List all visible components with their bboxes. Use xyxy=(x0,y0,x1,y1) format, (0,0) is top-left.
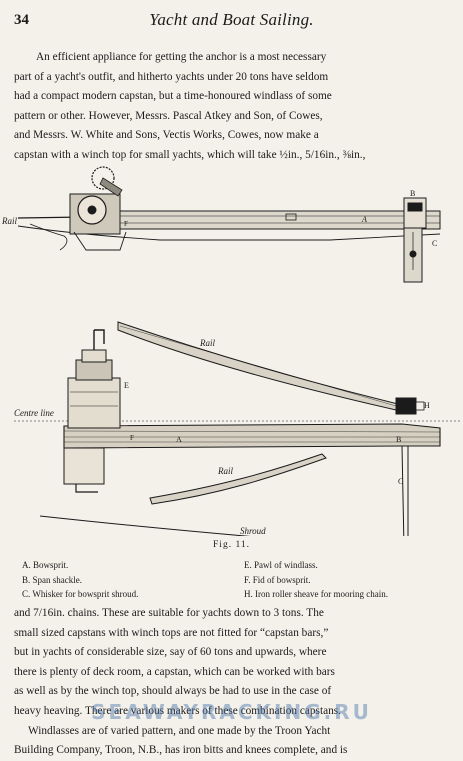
label-f-top: F xyxy=(124,220,128,228)
text-line: and Messrs. W. White and Sons, Vectis Wo… xyxy=(14,129,319,142)
label-shroud: Shroud xyxy=(240,526,266,536)
text-line: there is plenty of deck room, a capstan,… xyxy=(14,665,335,678)
plan-view xyxy=(14,321,460,536)
legend-item: B. Span shackle. xyxy=(22,574,82,585)
legend-item: E. Pawl of windlass. xyxy=(244,560,318,570)
side-elevation xyxy=(17,166,441,283)
fig-11-bowsprit-illustration: Rail B C F A Rail Rail Centre line Shrou… xyxy=(1,166,460,536)
legend-item: F. Fid of bowsprit. xyxy=(244,574,311,585)
paragraph-capstan: An efficient appliance for getting the a… xyxy=(14,48,444,166)
text-line: and 7/16in. chains. These are suitable f… xyxy=(14,607,324,619)
figure-caption: Fig. 11. xyxy=(213,540,250,550)
label-b-top: B xyxy=(410,189,415,198)
text-line: Windlasses are of varied pattern, and on… xyxy=(28,724,331,737)
label-c: C xyxy=(398,477,403,486)
legend-column-left: A. Bowsprit. B. Span shackle. C. Whisker… xyxy=(22,558,138,602)
legend-item: H. Iron roller sheave for mooring chain. xyxy=(244,589,388,599)
legend-item: C. Whisker for bowsprit shroud. xyxy=(22,589,139,599)
label-b: B xyxy=(396,435,401,444)
text-line: small sized capstans with winch tops are… xyxy=(14,626,329,639)
text-line: pattern or other. However, Messrs. Pasca… xyxy=(14,109,323,122)
label-centre-line: Centre line xyxy=(14,408,54,418)
label-e: E xyxy=(124,381,129,390)
label-f: F xyxy=(130,434,134,442)
label-h: H xyxy=(424,401,430,410)
watermark: SEAWAYRACKING.RU xyxy=(91,700,372,724)
label-c-top: C xyxy=(432,239,437,248)
text-line: as well as by the winch top, should alwa… xyxy=(14,685,332,698)
paragraph-chains: and 7/16in. chains. These are suitable f… xyxy=(14,604,444,761)
label-a: A xyxy=(176,435,182,444)
label-rail-top: Rail xyxy=(1,216,17,226)
legend-item: A. Bowsprit. xyxy=(22,560,69,570)
page-number: 34 xyxy=(14,12,29,28)
label-rail-lower: Rail xyxy=(217,466,233,476)
text-line: but in yachts of considerable size, say … xyxy=(14,646,327,659)
label-a-top: A xyxy=(361,215,367,224)
running-head: 34 Yacht and Boat Sailing. xyxy=(14,10,449,32)
text-line: part of a yacht's outfit, and hitherto y… xyxy=(14,70,329,83)
label-rail-upper: Rail xyxy=(199,338,215,348)
text-line: capstan with a winch top for small yacht… xyxy=(14,148,366,161)
book-title: Yacht and Boat Sailing. xyxy=(149,10,314,29)
text-line: had a compact modern capstan, but a time… xyxy=(14,90,332,103)
legend-column-right: E. Pawl of windlass. F. Fid of bowsprit.… xyxy=(244,558,388,602)
text-line: heavy heaving. There are various makers … xyxy=(14,704,341,717)
figure-labels: Rail B C F A Rail Rail Centre line Shrou… xyxy=(1,189,437,536)
text-line: An efficient appliance for getting the a… xyxy=(36,51,327,63)
text-line: Building Company, Troon, N.B., has iron … xyxy=(14,744,348,757)
